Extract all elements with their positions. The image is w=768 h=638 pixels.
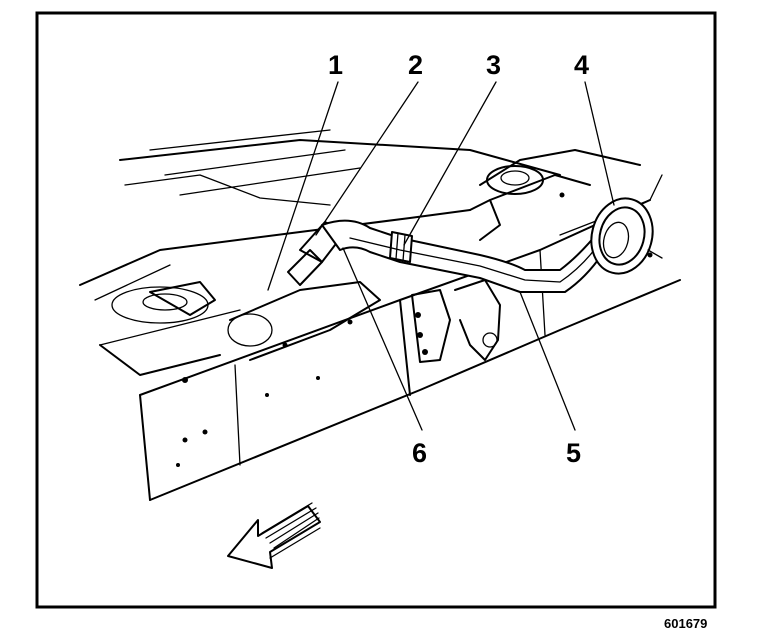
diagram-border bbox=[35, 11, 717, 609]
figure-number: 601679 bbox=[664, 616, 707, 631]
leader-line-4 bbox=[584, 81, 615, 206]
callout-4: 4 bbox=[574, 50, 589, 80]
leader-line-6 bbox=[342, 247, 423, 431]
leader-line-1 bbox=[267, 81, 339, 291]
forward-arrow bbox=[227, 502, 321, 569]
leader-line-5 bbox=[519, 291, 576, 431]
callout-3: 3 bbox=[486, 50, 501, 80]
callout-6: 6 bbox=[412, 438, 427, 468]
vehicle-frame-drawing bbox=[79, 129, 681, 501]
leader-lines bbox=[267, 81, 615, 431]
callout-2: 2 bbox=[408, 50, 423, 80]
leader-line-2 bbox=[315, 81, 419, 236]
tailpipe-outlet-drawing bbox=[590, 197, 663, 275]
leader-line-3 bbox=[403, 81, 497, 246]
callout-1: 1 bbox=[328, 50, 343, 80]
callout-5: 5 bbox=[566, 438, 581, 468]
tailpipe-drawing bbox=[287, 219, 609, 293]
